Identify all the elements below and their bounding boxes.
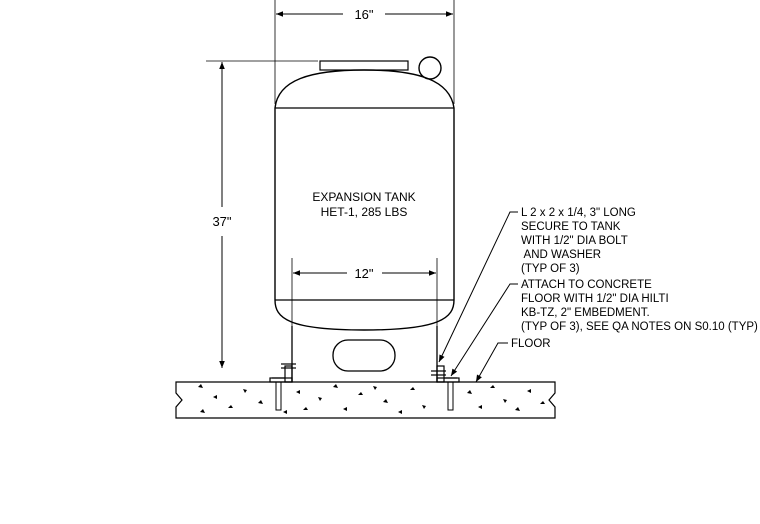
angle-bracket-left bbox=[269, 363, 296, 383]
leader-anchor-note bbox=[450, 283, 518, 377]
expansion-tank: EXPANSION TANK HET-1, 285 LBS bbox=[274, 56, 455, 382]
dimension-width-base-label: 12" bbox=[354, 266, 373, 281]
leader-floor-note bbox=[475, 342, 508, 383]
anchor-bolt-left bbox=[272, 377, 285, 411]
tank-base-skirt bbox=[291, 326, 438, 382]
tank-name-line2: HET-1, 285 LBS bbox=[321, 205, 408, 219]
dimension-width-base: 12" bbox=[291, 258, 438, 326]
concrete-slab bbox=[175, 381, 556, 419]
skirt-opening bbox=[332, 339, 396, 372]
note-floor: FLOOR bbox=[511, 338, 551, 350]
note-anchor: ATTACH TO CONCRETE FLOOR WITH 1/2" DIA H… bbox=[521, 279, 758, 333]
dimension-width-top-label: 16" bbox=[354, 7, 373, 22]
note-anchor-line3: KB-TZ, 2" EMBEDMENT. bbox=[521, 307, 650, 319]
note-angle-line2: SECURE TO TANK bbox=[521, 221, 621, 233]
dimension-height-label: 37" bbox=[212, 214, 231, 229]
note-anchor-line2: FLOOR WITH 1/2" DIA HILTI bbox=[521, 293, 669, 305]
note-anchor-line1: ATTACH TO CONCRETE bbox=[521, 279, 652, 291]
dimension-height: 37" bbox=[206, 60, 318, 368]
anchor-bolt-right bbox=[444, 377, 457, 411]
dimension-width-top: 16" bbox=[274, 0, 455, 104]
leader-angle-note bbox=[438, 211, 518, 363]
lifting-ring bbox=[418, 56, 442, 80]
note-angle-bracket: L 2 x 2 x 1/4, 3" LONG SECURE TO TANK WI… bbox=[521, 207, 636, 275]
tank-name-line1: EXPANSION TANK bbox=[312, 190, 415, 204]
note-angle-line5: (TYP OF 3) bbox=[521, 263, 580, 275]
note-angle-line1: L 2 x 2 x 1/4, 3" LONG bbox=[521, 207, 636, 219]
angle-bracket-right bbox=[431, 365, 460, 383]
tank-top-fitting bbox=[319, 60, 409, 71]
concrete-aggregate bbox=[198, 384, 545, 414]
note-angle-line4: AND WASHER bbox=[521, 249, 601, 261]
note-angle-line3: WITH 1/2" DIA BOLT bbox=[521, 235, 628, 247]
note-anchor-line4: (TYP OF 3), SEE QA NOTES ON S0.10 (TYP) bbox=[521, 321, 758, 333]
